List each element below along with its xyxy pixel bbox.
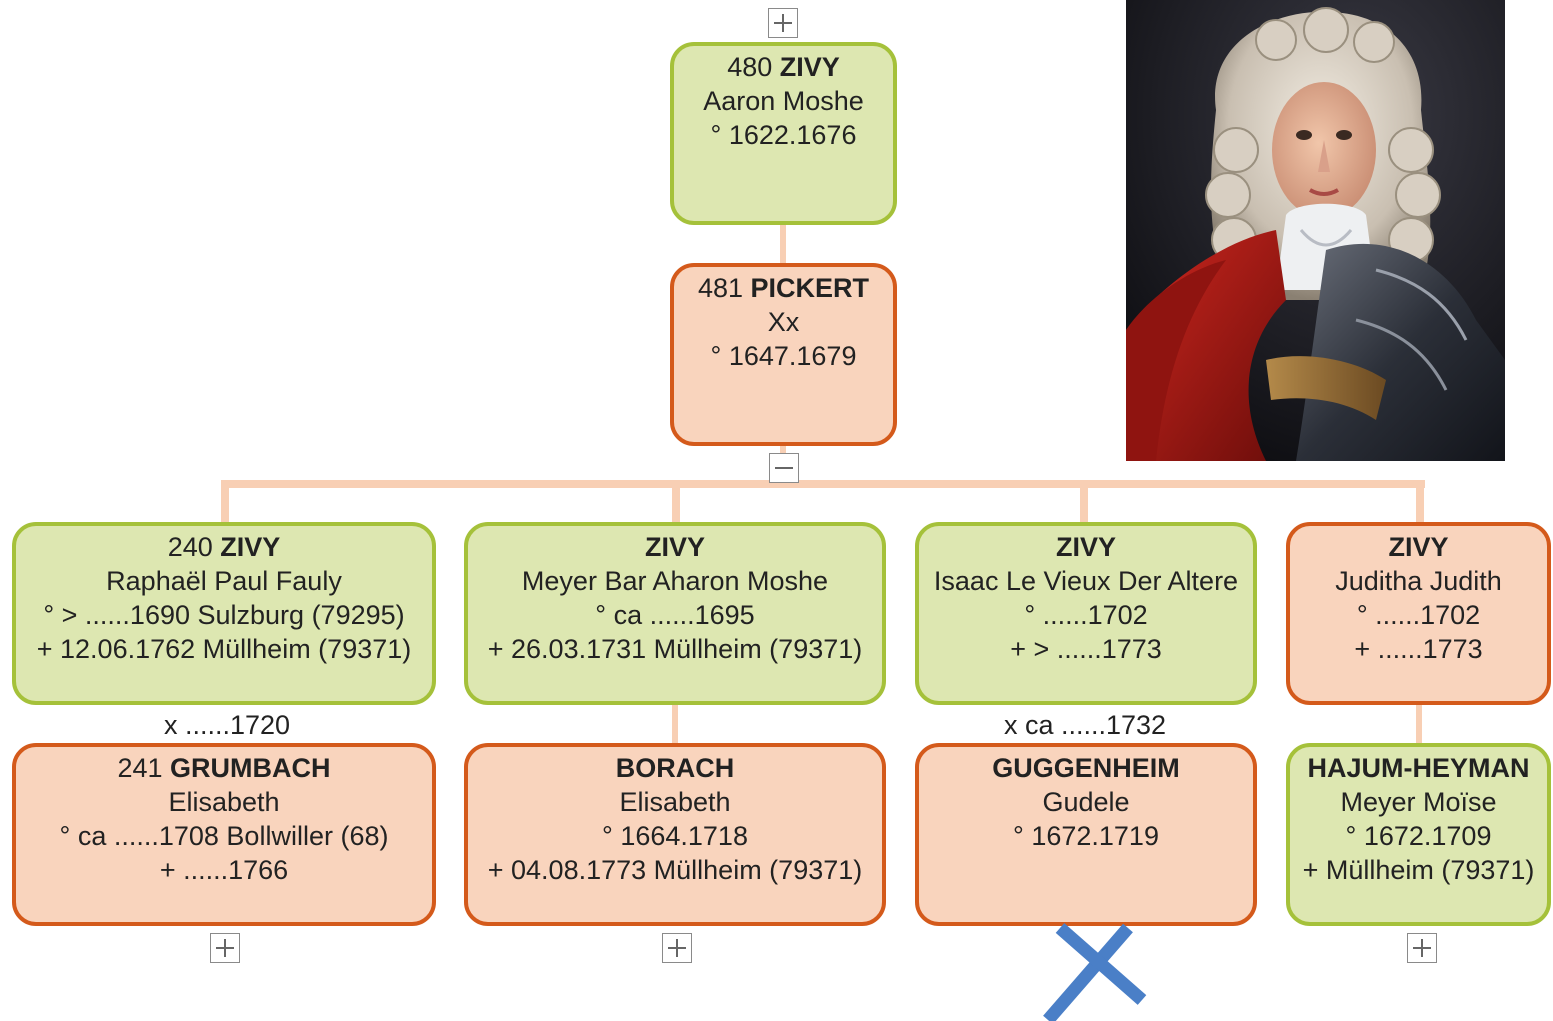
person-birth: ° ......1702: [1024, 600, 1148, 630]
person-dates: ° 1647.1679: [710, 341, 857, 371]
person-surname: ZIVY: [1055, 532, 1116, 562]
person-surname: GUGGENHEIM: [992, 753, 1180, 783]
person-surname: HAJUM-HEYMAN: [1307, 753, 1530, 783]
expand-descendants-toggle[interactable]: [1407, 933, 1437, 963]
connector-horizontal: [221, 480, 1425, 488]
person-death: + ......1773: [1354, 634, 1483, 664]
person-card-480[interactable]: 480 ZIVY Aaron Moshe ° 1622.1676: [670, 42, 897, 225]
person-surname: PICKERT: [750, 273, 870, 303]
person-death: + Müllheim (79371): [1302, 855, 1535, 885]
person-birth: ° ca ......1708 Bollwiller (68): [59, 821, 389, 851]
person-surname: ZIVY: [644, 532, 705, 562]
person-given-name: Elisabeth: [168, 787, 280, 817]
person-number: 241: [117, 753, 163, 783]
person-card-isaac[interactable]: ZIVY Isaac Le Vieux Der Altere ° ......1…: [915, 522, 1257, 705]
marriage-label: x ca ......1732: [1003, 710, 1167, 740]
expand-descendants-toggle[interactable]: [662, 933, 692, 963]
person-death: + 12.06.1762 Müllheim (79371): [36, 634, 412, 664]
person-death: + > ......1773: [1010, 634, 1162, 664]
person-birth: ° 1672.1709: [1345, 821, 1492, 851]
person-birth: ° 1664.1718: [602, 821, 748, 851]
person-surname: ZIVY: [220, 532, 281, 562]
person-surname: BORACH: [615, 753, 735, 783]
person-card-481[interactable]: 481 PICKERT Xx ° 1647.1679: [670, 263, 897, 446]
person-given-name: Raphaël Paul Fauly: [106, 566, 342, 596]
person-number: 481: [697, 273, 744, 303]
person-given-name: Gudele: [1042, 787, 1130, 817]
person-card-borach[interactable]: BORACH Elisabeth ° 1664.1718 + 04.08.177…: [464, 743, 886, 926]
portrait-image: [1126, 0, 1505, 461]
person-given-name: Elisabeth: [619, 787, 731, 817]
person-number: 480: [727, 52, 773, 82]
person-card-juditha[interactable]: ZIVY Juditha Judith ° ......1702 + .....…: [1286, 522, 1551, 705]
connector-child-2: [672, 480, 680, 524]
person-dates: ° 1622.1676: [710, 120, 857, 150]
person-birth: ° ca ......1695: [595, 600, 755, 630]
collapse-children-toggle[interactable]: [769, 453, 799, 483]
person-death: + 04.08.1773 Müllheim (79371): [487, 855, 863, 885]
person-card-hajum-heyman[interactable]: HAJUM-HEYMAN Meyer Moïse ° 1672.1709 + M…: [1286, 743, 1551, 926]
person-birth: ° 1672.1719: [1013, 821, 1159, 851]
expand-descendants-toggle[interactable]: [210, 933, 240, 963]
connector-child-4: [1416, 480, 1424, 524]
person-card-241[interactable]: 241 GRUMBACH Elisabeth ° ca ......1708 B…: [12, 743, 436, 926]
person-number: 240: [167, 532, 213, 562]
connector-couple-2: [672, 704, 678, 746]
person-given-name: Meyer Moïse: [1340, 787, 1497, 817]
person-death: + ......1766: [159, 855, 289, 885]
portrait-painting: [1126, 0, 1505, 461]
person-birth: ° > ......1690 Sulzburg (79295): [43, 600, 405, 630]
person-surname: ZIVY: [1388, 532, 1449, 562]
person-death: + 26.03.1731 Müllheim (79371): [487, 634, 863, 664]
person-card-guggenheim[interactable]: GUGGENHEIM Gudele ° 1672.1719: [915, 743, 1257, 926]
connector-480-481: [780, 224, 786, 264]
connector-couple-4: [1416, 704, 1422, 746]
marriage-label: x ......1720: [163, 710, 291, 740]
person-given-name: Juditha Judith: [1335, 566, 1502, 596]
connector-child-1: [221, 480, 229, 524]
person-card-240[interactable]: 240 ZIVY Raphaël Paul Fauly ° > ......16…: [12, 522, 436, 705]
person-birth: ° ......1702: [1356, 600, 1481, 630]
connector-child-3: [1080, 480, 1088, 524]
person-surname: ZIVY: [779, 52, 840, 82]
person-given-name: Aaron Moshe: [703, 86, 864, 116]
person-given-name: Isaac Le Vieux Der Altere: [933, 566, 1239, 596]
person-given-name: Meyer Bar Aharon Moshe: [521, 566, 829, 596]
person-card-meyer[interactable]: ZIVY Meyer Bar Aharon Moshe ° ca ......1…: [464, 522, 886, 705]
person-surname: GRUMBACH: [170, 753, 331, 783]
expand-ancestors-toggle[interactable]: [768, 8, 798, 38]
person-given-name: Xx: [767, 307, 800, 337]
cross-mark-icon: [1043, 923, 1147, 1021]
